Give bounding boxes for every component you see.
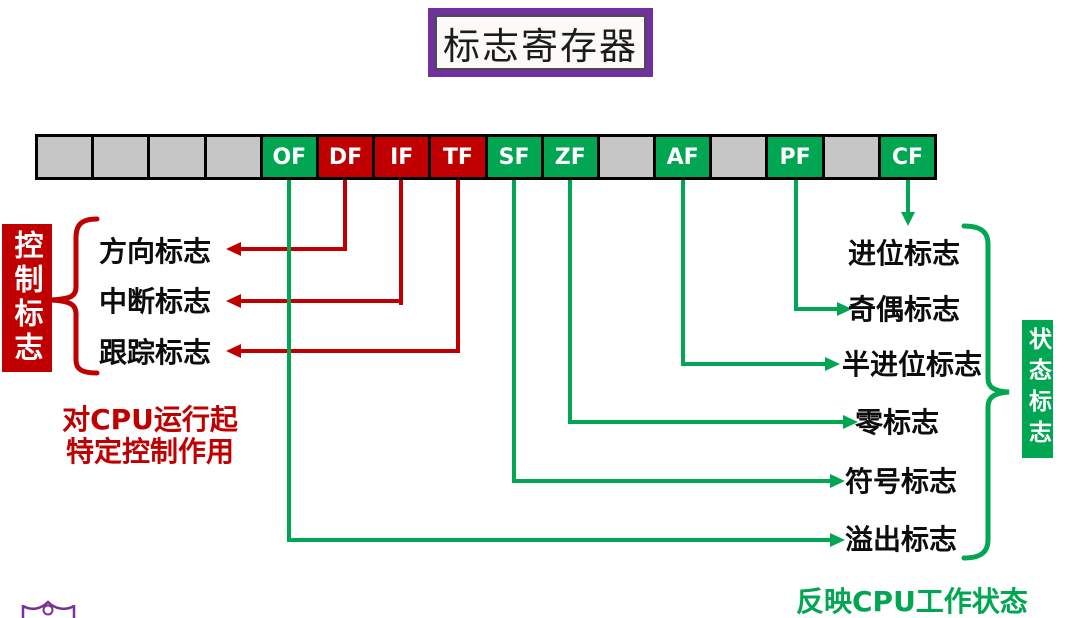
cf-connector-vertical (906, 180, 910, 213)
zero-flag-label: 零标志 (855, 406, 940, 439)
flag-register-row: OF DF IF TF SF ZF AF PF CF (35, 134, 937, 180)
if-connector-vertical (399, 180, 403, 305)
df-arrow-icon (226, 242, 241, 256)
df-connector-horizontal (240, 247, 347, 251)
af-connector-horizontal (681, 362, 827, 366)
of-connector-vertical (287, 180, 291, 542)
direction-flag-label: 方向标志 (99, 235, 212, 268)
pf-connector-vertical (794, 180, 798, 311)
control-flags-box-label: 控制标志 (10, 230, 44, 366)
register-cell-unused (94, 137, 148, 177)
control-flags-note-line2: 特定控制作用 (65, 435, 234, 468)
register-cell-unused (38, 137, 92, 177)
zf-connector-horizontal (568, 420, 845, 424)
tf-arrow-icon (226, 344, 241, 358)
af-arrow-icon (825, 357, 840, 371)
tf-connector-horizontal (240, 349, 460, 353)
pf-arrow-icon (837, 302, 852, 316)
page-title: 标志寄存器 (443, 24, 638, 68)
register-cell-unused (206, 137, 260, 177)
sign-flag-label: 符号标志 (845, 465, 958, 498)
register-cell-of: OF (262, 137, 316, 177)
zf-arrow-icon (843, 415, 858, 429)
register-cell-unused (150, 137, 204, 177)
register-cell-sf: SF (487, 137, 541, 177)
carry-flag-label: 进位标志 (848, 237, 961, 270)
register-cell-cf: CF (880, 137, 934, 177)
interrupt-flag-label: 中断标志 (99, 285, 212, 318)
pf-connector-horizontal (794, 307, 839, 311)
if-arrow-icon (226, 294, 241, 308)
parity-flag-label: 奇偶标志 (848, 293, 961, 326)
emblem-logo-icon (21, 600, 76, 618)
overflow-flag-label: 溢出标志 (845, 523, 958, 556)
register-cell-unused (712, 137, 766, 177)
register-cell-if: IF (375, 137, 429, 177)
register-cell-df: DF (318, 137, 373, 177)
of-arrow-icon (830, 533, 845, 547)
register-cell-unused (599, 137, 654, 177)
status-flags-note: 反映CPU工作状态 (796, 585, 1028, 618)
trace-flag-label: 跟踪标志 (99, 336, 212, 369)
tf-connector-vertical (456, 180, 460, 353)
if-connector-horizontal (240, 299, 403, 303)
register-cell-tf: TF (431, 137, 485, 177)
af-connector-vertical (681, 180, 685, 366)
control-flags-note: 对CPU运行起 特定控制作用 (55, 404, 245, 468)
cf-arrow-icon (901, 212, 915, 226)
title-box: 标志寄存器 (428, 8, 653, 77)
register-cell-unused (824, 137, 878, 177)
zf-connector-vertical (568, 180, 572, 424)
sf-arrow-icon (830, 474, 845, 488)
control-flags-box: 控制标志 (2, 224, 52, 372)
status-flags-box-label: 状态标志 (1024, 327, 1051, 451)
aux-carry-flag-label: 半进位标志 (842, 348, 983, 381)
df-connector-vertical (343, 180, 347, 251)
sf-connector-vertical (512, 180, 516, 483)
register-cell-pf: PF (768, 137, 822, 177)
register-cell-zf: ZF (543, 137, 597, 177)
of-connector-horizontal (287, 538, 832, 542)
status-flags-box: 状态标志 (1022, 320, 1053, 458)
register-cell-af: AF (656, 137, 710, 177)
sf-connector-horizontal (512, 479, 832, 483)
control-flags-note-line1: 对CPU运行起 (62, 403, 238, 436)
